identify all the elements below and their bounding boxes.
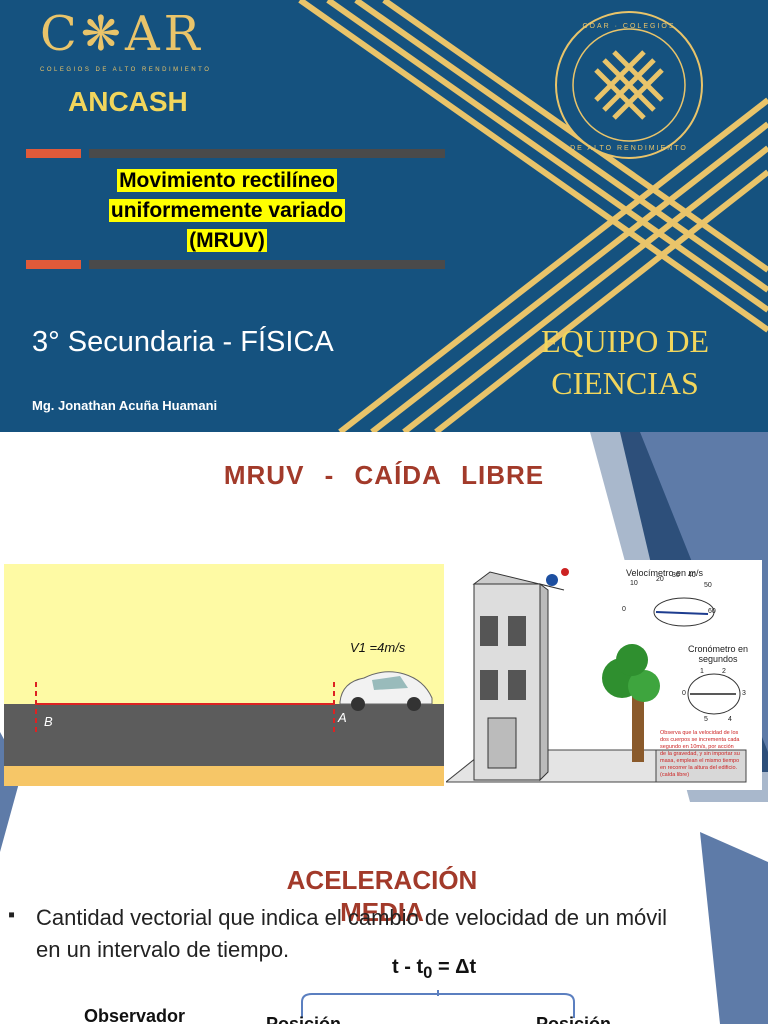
team-line-1: EQUIPO DE bbox=[541, 323, 709, 359]
section-title-line-2: MEDIA bbox=[340, 897, 424, 927]
speedometer-tick-30: 30 bbox=[672, 572, 680, 579]
presentation-title: Movimiento rectilíneo uniformemente vari… bbox=[62, 166, 392, 256]
chronometer-title: Cronómetro en segundos bbox=[687, 644, 749, 664]
road-illustration bbox=[4, 671, 444, 786]
team-label: EQUIPO DE CIENCIAS bbox=[505, 320, 745, 404]
team-line-2: CIENCIAS bbox=[551, 365, 699, 401]
chronometer-tick-0: 0 bbox=[682, 690, 686, 697]
coar-seal-logo: COAR · COLEGIOS DE ALTO RENDIMIENTO bbox=[555, 11, 703, 159]
speedometer-tick-40: 40 bbox=[688, 572, 696, 579]
chronometer-tick-2: 2 bbox=[722, 668, 726, 675]
chronometer-tick-3: 3 bbox=[742, 690, 746, 697]
slide2-title: MRUV - CAÍDA LIBRE bbox=[223, 460, 545, 490]
building-illustration bbox=[444, 568, 747, 783]
title-line-1: Movimiento rectilíneo bbox=[117, 169, 337, 192]
accent-bar-top-red bbox=[26, 149, 81, 158]
road-scene: V1 =4m/s A B bbox=[4, 564, 444, 786]
decorative-stripes bbox=[298, 0, 768, 432]
observer-label: Observador bbox=[84, 1006, 186, 1024]
chronometer-tick-5: 5 bbox=[704, 716, 708, 723]
speedometer-tick-0: 0 bbox=[622, 606, 626, 613]
point-b-label: B bbox=[44, 714, 53, 729]
speedometer-tick-50: 50 bbox=[704, 582, 712, 589]
chronometer-tick-1: 1 bbox=[700, 668, 704, 675]
title-slide: C❋AR COLEGIOS DE ALTO RENDIMIENTO ANCASH… bbox=[0, 0, 768, 432]
content-slide: MRUV - CAÍDA LIBRE V1 =4m/s A B bbox=[0, 432, 768, 1024]
bullet-icon: ▪ bbox=[8, 904, 16, 926]
svg-text:DE ALTO RENDIMIENTO: DE ALTO RENDIMIENTO bbox=[570, 145, 688, 152]
time-equation: t - t0 = Δt bbox=[392, 956, 477, 982]
position-label-left: Posición bbox=[266, 1014, 342, 1024]
car-icon bbox=[339, 671, 433, 711]
free-fall-scene: Velocímetro en m/s Cronómetro en segundo… bbox=[444, 560, 762, 790]
bullet-text: Cantidad vectorial que indica el cambio … bbox=[36, 905, 668, 962]
title-line-2: uniformemente variado bbox=[108, 199, 346, 222]
coar-logo-text: C❋AR bbox=[40, 6, 204, 62]
interval-brace bbox=[301, 990, 575, 1018]
free-fall-note: Observa que la velocidad de los dos cuer… bbox=[660, 730, 740, 778]
accent-bar-bottom-red bbox=[26, 260, 81, 269]
title-line-3: (MRUV) bbox=[187, 229, 267, 252]
velocity-label: V1 =4m/s bbox=[350, 640, 406, 655]
grade-subject: 3° Secundaria - FÍSICA bbox=[32, 326, 334, 358]
chronometer-tick-4: 4 bbox=[728, 716, 732, 723]
coar-logo-subtitle: COLEGIOS DE ALTO RENDIMIENTO bbox=[40, 67, 212, 73]
accent-bar-bottom-gray bbox=[89, 260, 445, 269]
svg-text:COAR · COLEGIOS: COAR · COLEGIOS bbox=[582, 23, 675, 30]
section-title-line-1: ACELERACIÓN bbox=[286, 865, 478, 895]
speedometer-tick-20: 20 bbox=[656, 576, 664, 583]
author-name: Mg. Jonathan Acuña Huamani bbox=[32, 398, 218, 413]
region-title: ANCASH bbox=[68, 86, 188, 117]
position-label-right: Posición bbox=[536, 1014, 612, 1024]
speedometer-title: Velocímetro en m/s bbox=[626, 568, 704, 578]
accent-bar-top-gray bbox=[89, 149, 445, 158]
speedometer-tick-60: 60 bbox=[708, 608, 716, 615]
speedometer-tick-10: 10 bbox=[630, 580, 638, 587]
point-a-label: A bbox=[338, 710, 347, 725]
section-title: ACELERACIÓN MEDIA bbox=[262, 864, 502, 928]
